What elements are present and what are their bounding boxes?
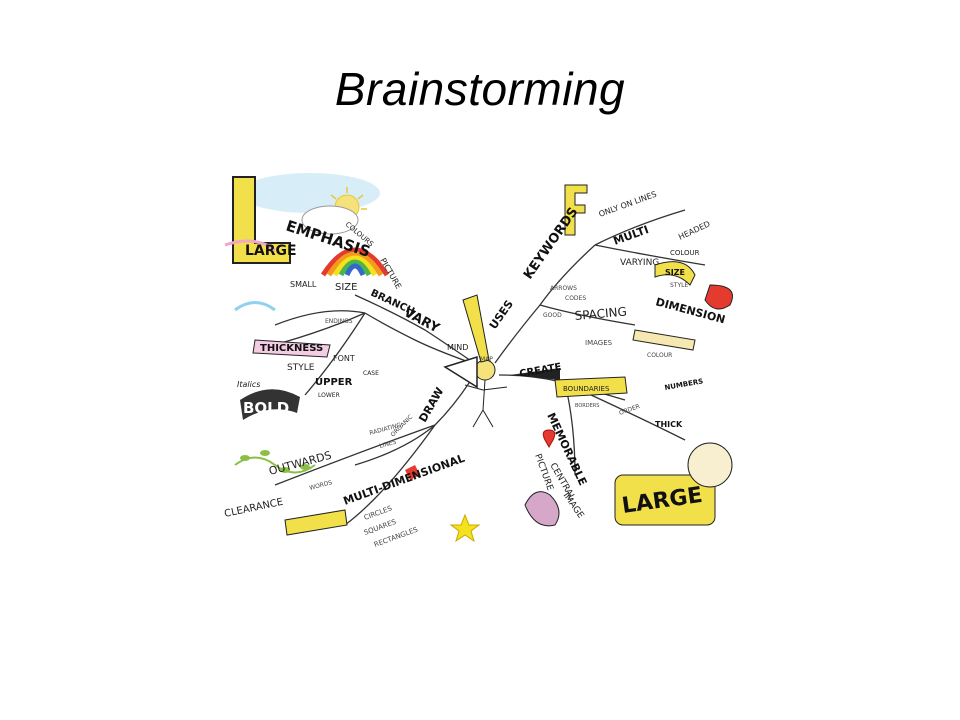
label-words: WORDS	[309, 479, 333, 492]
letter-f-icon	[564, 184, 588, 236]
wave-decoration-icon	[224, 239, 276, 252]
label-style-left: STYLE	[287, 363, 315, 373]
label-small: SMALL	[290, 280, 317, 289]
label-clearance: CLEARANCE	[223, 497, 284, 520]
create-arrow-icon	[510, 368, 560, 380]
label-case: CASE	[363, 370, 379, 377]
label-center-map: MAP	[480, 356, 493, 363]
label-endings: ENDINGS	[325, 318, 353, 325]
label-thick: THICK	[655, 420, 683, 429]
cloud-icon	[301, 205, 359, 235]
star-icon	[449, 513, 481, 543]
label-numbers: NUMBERS	[664, 377, 704, 392]
label-center-mind: MIND	[447, 343, 468, 352]
wave-decoration-2-icon	[234, 301, 276, 312]
label-borders: BORDERS	[575, 403, 599, 409]
center-figure-head-icon	[474, 359, 496, 381]
branch-lines	[254, 209, 706, 526]
label-varying: VARYING	[620, 258, 659, 268]
label-colour: COLOUR	[670, 249, 700, 257]
face-icon	[687, 442, 733, 488]
fish-icon	[524, 491, 560, 527]
label-lower: LOWER	[318, 392, 340, 399]
flag-icon	[405, 465, 420, 480]
label-spacing: SPACING	[574, 304, 627, 323]
label-arrows: ARROWS	[550, 285, 577, 292]
mind-map-illustration: LARGE EMPHASIS COLOURS SMALL SIZE BRANCH…	[215, 165, 745, 560]
label-outwards: OUTWARDS	[267, 449, 333, 478]
label-style: STYLE	[670, 282, 688, 289]
label-uses: USES	[487, 298, 516, 332]
thickness-bar-icon	[252, 339, 331, 358]
large-box-icon	[614, 474, 716, 526]
label-large-left: LARGE	[245, 243, 297, 259]
label-order: ORDER	[618, 403, 641, 417]
bottom-left-bar-icon	[284, 509, 348, 536]
label-thickness: THICKNESS	[260, 343, 323, 354]
dimension-arrow-icon	[704, 284, 733, 310]
label-only-on-lines: ONLY ON LINES	[598, 190, 658, 219]
label-vary: VARY	[401, 305, 442, 336]
cylinder-icon	[632, 329, 696, 351]
bold-banner-icon	[240, 389, 300, 420]
center-arrow-icon	[443, 355, 478, 389]
rainbow-icon	[320, 247, 390, 277]
label-lines: LINES	[379, 439, 398, 450]
label-size: SIZE	[665, 268, 685, 277]
label-italics: Italics	[237, 380, 260, 389]
pencil-icon	[462, 294, 490, 363]
sun-rays-icon	[330, 187, 367, 210]
label-colour-2: COLOUR	[647, 352, 672, 359]
label-multi: MULTI	[612, 223, 651, 248]
label-headed: HEADED	[677, 219, 712, 241]
label-good: GOOD	[543, 312, 562, 319]
slide-title: Brainstorming	[334, 63, 626, 115]
boundaries-box-icon	[554, 376, 628, 398]
size-arrow-icon	[654, 261, 696, 286]
label-bold: BOLD	[243, 399, 289, 417]
label-keywords: KEYWORDS	[521, 205, 581, 282]
leaves-icon	[240, 450, 310, 473]
label-size-left: SIZE	[335, 282, 357, 293]
label-boundaries: BOUNDARIES	[563, 385, 610, 393]
label-codes: CODES	[565, 295, 586, 302]
label-images: IMAGES	[585, 339, 613, 347]
label-multi-dimensional: MULTI-DIMENSIONAL	[342, 452, 467, 508]
heart-balloon-icon	[542, 429, 556, 449]
center-figure-body-icon	[464, 379, 508, 428]
label-font: FONT	[333, 354, 355, 363]
label-upper: UPPER	[315, 377, 353, 388]
